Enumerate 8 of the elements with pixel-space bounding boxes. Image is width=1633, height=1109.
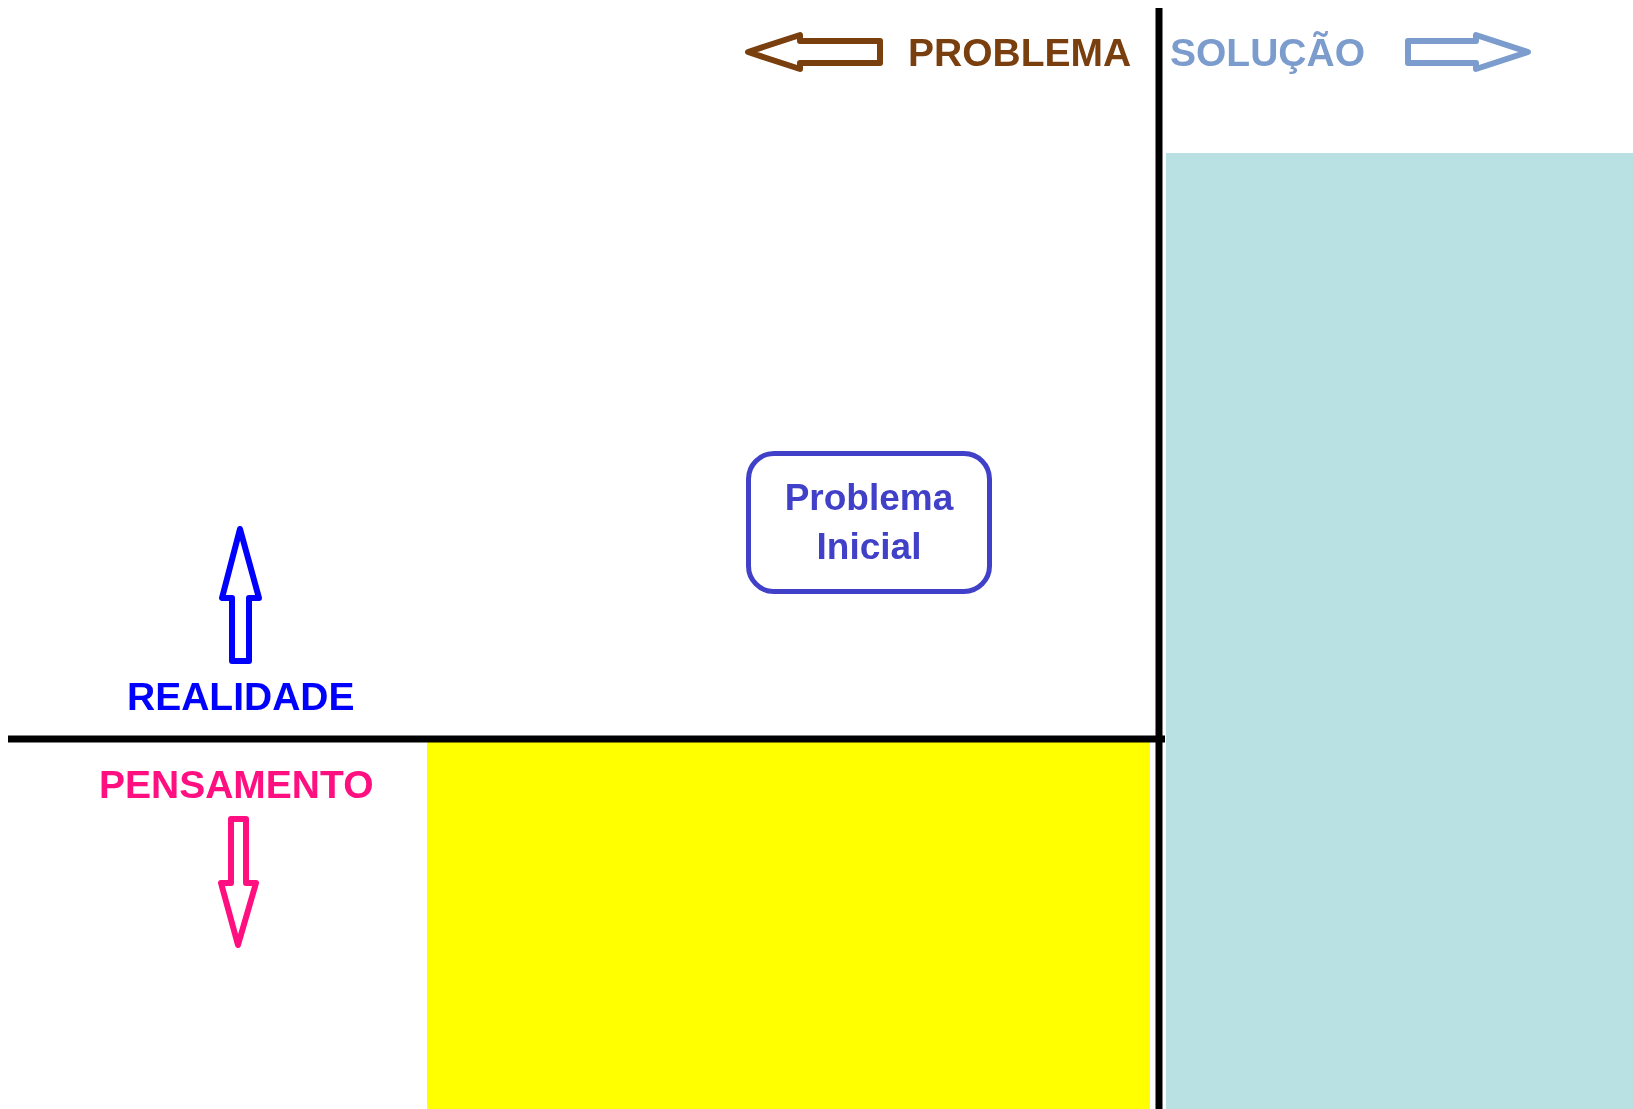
solution-area — [1166, 153, 1633, 1109]
box-text: Problema Inicial — [783, 476, 955, 569]
thinking-area — [427, 742, 1150, 1109]
axis-label: REALIDADE — [127, 677, 355, 716]
heading-label: PROBLEMA — [908, 33, 1132, 72]
heading-label: SOLUÇÃO — [1170, 33, 1365, 72]
process-box — [746, 451, 992, 594]
axis-label: PENSAMENTO — [99, 765, 374, 804]
